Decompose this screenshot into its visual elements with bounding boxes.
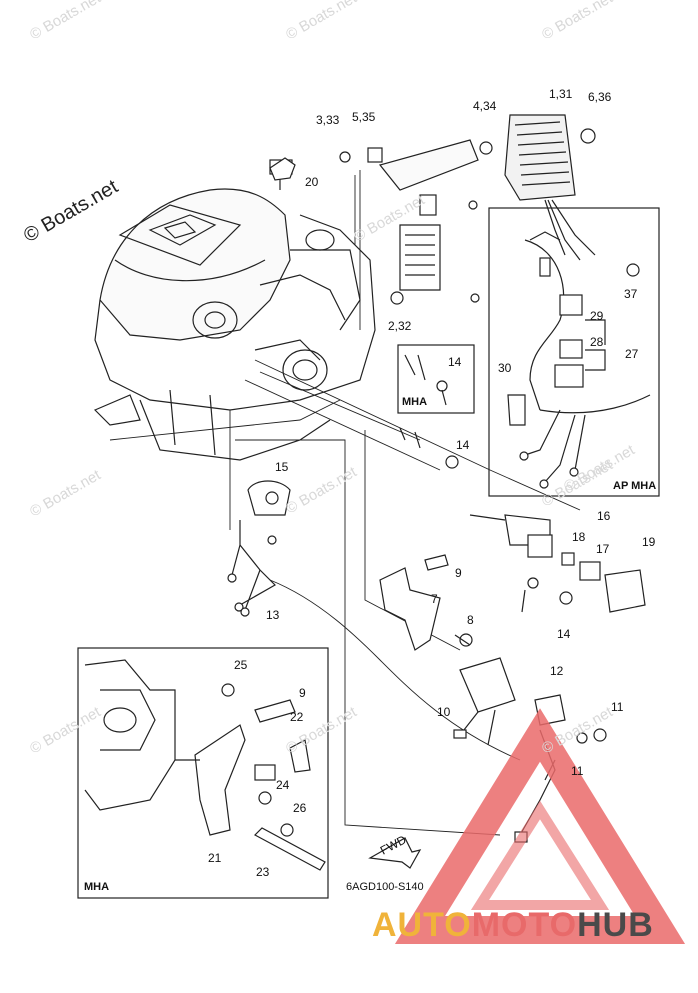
callout-4-34: 4,34: [473, 99, 497, 113]
ground-terminals: [399, 427, 573, 613]
callout-14-c: 14: [557, 627, 571, 641]
bracket-top: [339, 139, 480, 305]
callout-labels: 1,31 6,36 4,34 5,35 3,33 20 37 2,32 29 2…: [208, 87, 656, 879]
callout-15: 15: [275, 460, 289, 474]
mha-bottom-title: MHA: [84, 881, 109, 893]
callout-27: 27: [625, 347, 639, 361]
mha-bottom-parts: [84, 659, 326, 871]
callout-21: 21: [208, 851, 222, 865]
callout-23: 23: [256, 865, 270, 879]
callout-5-35: 5,35: [352, 110, 376, 124]
warning-triangle-logo: [394, 708, 686, 944]
connector-group: [469, 514, 646, 613]
callout-2-32: 2,32: [388, 319, 412, 333]
callout-8: 8: [467, 613, 474, 627]
cdi-unit-10: [453, 657, 516, 746]
callout-12: 12: [550, 664, 564, 678]
callout-18: 18: [572, 530, 586, 544]
rectifier-regulator: [479, 114, 596, 261]
callout-9-b: 9: [299, 686, 306, 700]
callout-10: 10: [437, 705, 451, 719]
engine-block: [93, 159, 376, 461]
leader-lines: [109, 170, 581, 836]
diagram-code: 6AGD100-S140: [346, 881, 424, 893]
brand-part-moto: MOTO: [471, 906, 578, 944]
callout-17: 17: [596, 542, 610, 556]
callout-22: 22: [290, 710, 304, 724]
callout-26: 26: [293, 801, 307, 815]
bracket-7: [379, 554, 473, 651]
part-20-clip: [269, 157, 296, 181]
brand-part-hub: HUB: [577, 906, 654, 944]
ap-mha-harness: [507, 231, 651, 489]
callout-14-a: 14: [448, 355, 462, 369]
callout-9-a: 9: [455, 566, 462, 580]
callout-24: 24: [276, 778, 290, 792]
part-15-clamp: [247, 480, 291, 545]
automotohub-logo: AUTOMOTOHUB: [372, 906, 654, 945]
mha-small-box: [397, 344, 475, 414]
brand-part-auto: AUTO: [372, 906, 472, 944]
callout-25: 25: [234, 658, 248, 672]
ap-mha-box: [488, 207, 660, 497]
mha-small-harness: [404, 354, 448, 406]
callout-20: 20: [305, 175, 319, 189]
callout-37: 37: [624, 287, 638, 301]
callout-7: 7: [431, 592, 438, 606]
callout-13: 13: [266, 608, 280, 622]
callout-3-33: 3,33: [316, 113, 340, 127]
callout-29: 29: [590, 309, 604, 323]
callout-11-a: 11: [611, 700, 624, 714]
ap-mha-title: AP MHA: [613, 480, 656, 492]
callout-14-b: 14: [456, 438, 470, 452]
callout-19: 19: [642, 535, 656, 549]
callout-1-31: 1,31: [549, 87, 573, 101]
part-13-wire: [227, 520, 276, 617]
callout-11-b: 11: [571, 764, 584, 778]
callout-16: 16: [597, 509, 611, 523]
fwd-arrow: [368, 837, 422, 869]
callout-30: 30: [498, 361, 512, 375]
mha-bottom-box: [77, 647, 329, 899]
callout-6-36: 6,36: [588, 90, 612, 104]
callout-28: 28: [590, 335, 604, 349]
mha-small-title: MHA: [402, 396, 427, 408]
